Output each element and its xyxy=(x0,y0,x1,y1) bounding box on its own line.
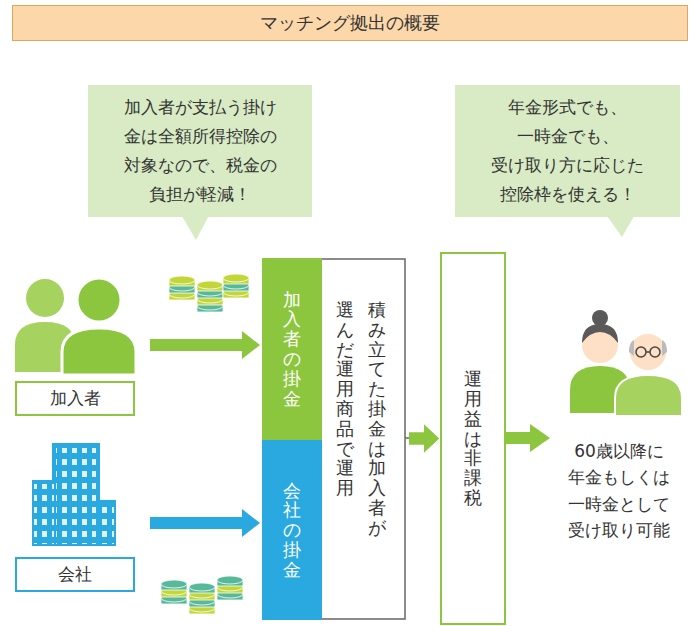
building-block xyxy=(98,500,116,546)
person-head xyxy=(629,333,667,371)
person-head xyxy=(26,279,64,317)
coin xyxy=(217,576,243,584)
building-block xyxy=(32,480,56,546)
flow-connector xyxy=(150,331,260,359)
contribution-bar: 会社の掛金 xyxy=(262,440,322,620)
vertical-note: 選んだ運用商品で運用 xyxy=(336,300,354,498)
coin xyxy=(197,281,223,289)
person-body xyxy=(615,375,682,416)
coin-stacks xyxy=(161,274,249,614)
arrow-head xyxy=(242,331,260,359)
coin xyxy=(169,276,195,284)
arrow-shaft xyxy=(150,339,243,351)
bracket-line xyxy=(322,259,405,439)
arrow-shaft xyxy=(150,517,243,529)
company-node: 会社 xyxy=(10,438,148,592)
coin xyxy=(223,274,249,282)
node-label: 加入者 xyxy=(15,381,135,416)
glasses xyxy=(646,351,650,353)
arrow-head xyxy=(424,425,439,453)
coin xyxy=(161,580,187,588)
speech-bubble: 加入者が支払う掛け 金は全額所得控除の 対象なので、税金の 負担が軽減！ xyxy=(88,85,312,217)
receive-note: 60歳以降に 年金もしくは 一時金として 受け取り可能 xyxy=(548,438,690,543)
glasses xyxy=(650,347,660,357)
building-icon xyxy=(32,443,116,546)
hair xyxy=(582,324,618,343)
node-label: 会社 xyxy=(15,557,135,592)
people-icon xyxy=(15,278,136,375)
person-body xyxy=(62,328,136,375)
member-node: 加入者 xyxy=(10,268,148,416)
speech-bubble: 年金形式でも、 一時金でも、 受け取り方に応じた 控除枠を使える！ xyxy=(455,85,680,217)
building-windows xyxy=(100,504,114,544)
hair xyxy=(629,340,667,356)
node-text: 運用益は非課税 xyxy=(464,369,482,508)
arrow-head xyxy=(242,509,260,537)
flow-arrow xyxy=(506,424,550,452)
node-text: 会社の掛金 xyxy=(283,481,301,580)
tax-free-box: 運用益は非課税 xyxy=(440,252,506,625)
hair-bun xyxy=(592,310,608,326)
flow-connector xyxy=(150,509,260,537)
node-text: 加入者の掛金 xyxy=(283,290,301,409)
building-windows xyxy=(34,484,54,544)
title-band: マッチング拠出の概要 xyxy=(12,5,688,41)
person-head xyxy=(77,278,121,322)
bubble-text: 年金形式でも、 一時金でも、 受け取り方に応じた 控除枠を使える！ xyxy=(468,93,668,209)
arrow-shaft xyxy=(409,433,425,445)
contribution-bar: 加入者の掛金 xyxy=(262,258,322,440)
building-tower xyxy=(52,443,100,546)
arrow-head xyxy=(424,425,439,453)
glasses xyxy=(636,347,646,357)
bracket-line xyxy=(322,439,405,620)
building-windows xyxy=(56,448,96,544)
bubble-text: 加入者が支払う掛け 金は全額所得控除の 対象なので、税金の 負担が軽減！ xyxy=(100,93,300,209)
coin xyxy=(189,583,215,591)
arrow-shaft xyxy=(409,433,425,445)
elderly-couple-icon xyxy=(570,310,682,416)
vertical-note: 積み立てた掛金は加入者が xyxy=(368,300,386,538)
